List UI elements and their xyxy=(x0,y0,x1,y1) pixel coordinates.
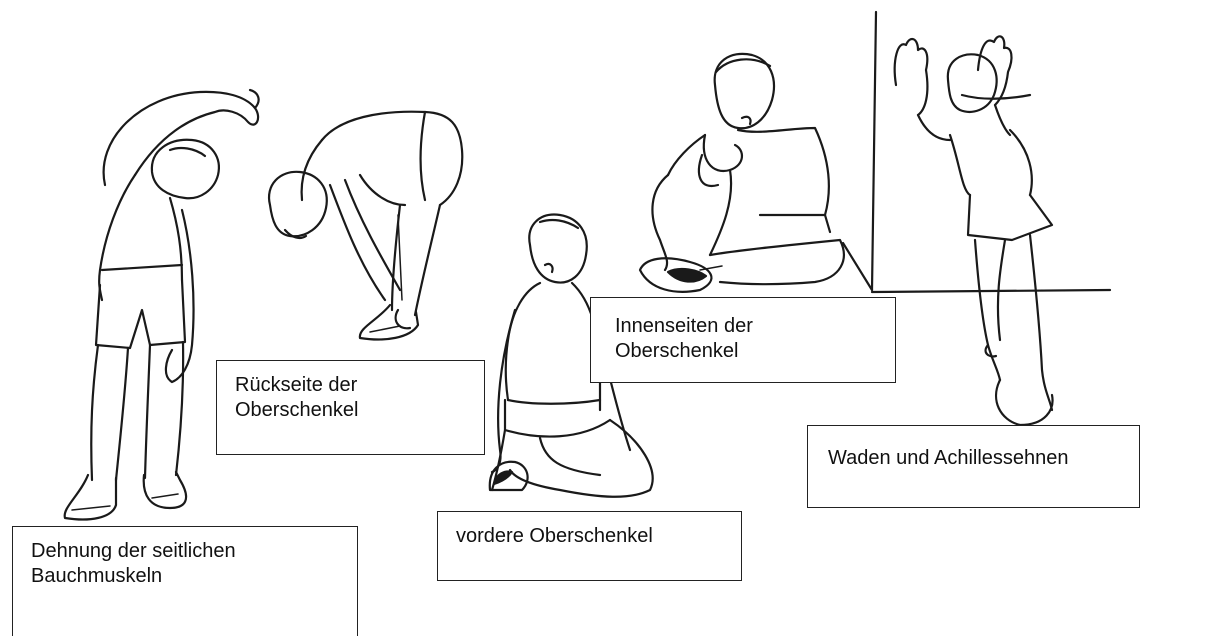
caption-calves-achilles: Waden und Achillessehnen xyxy=(807,425,1140,508)
caption-line: Oberschenkel xyxy=(235,398,468,423)
caption-line: Bauchmuskeln xyxy=(31,564,341,589)
caption-line: vordere Oberschenkel xyxy=(456,524,725,549)
caption-line: Rückseite der xyxy=(235,373,468,398)
caption-line: Waden und Achillessehnen xyxy=(828,446,1123,471)
caption-line: Oberschenkel xyxy=(615,339,879,364)
caption-back-of-thighs: Rückseite der Oberschenkel xyxy=(216,360,485,455)
caption-side-abdominal-stretch: Dehnung der seitlichen Bauchmuskeln xyxy=(12,526,358,636)
wall-calf-stretch-figure-icon xyxy=(895,36,1053,425)
caption-inner-thighs: Innenseiten der Oberschenkel xyxy=(590,297,896,383)
seated-butterfly-figure-icon xyxy=(640,54,844,292)
caption-line: Dehnung der seitlichen xyxy=(31,539,341,564)
caption-front-thighs: vordere Oberschenkel xyxy=(437,511,742,581)
forward-bend-figure-icon xyxy=(269,112,462,340)
caption-line: Innenseiten der xyxy=(615,314,879,339)
side-stretch-figure-icon xyxy=(65,90,259,519)
